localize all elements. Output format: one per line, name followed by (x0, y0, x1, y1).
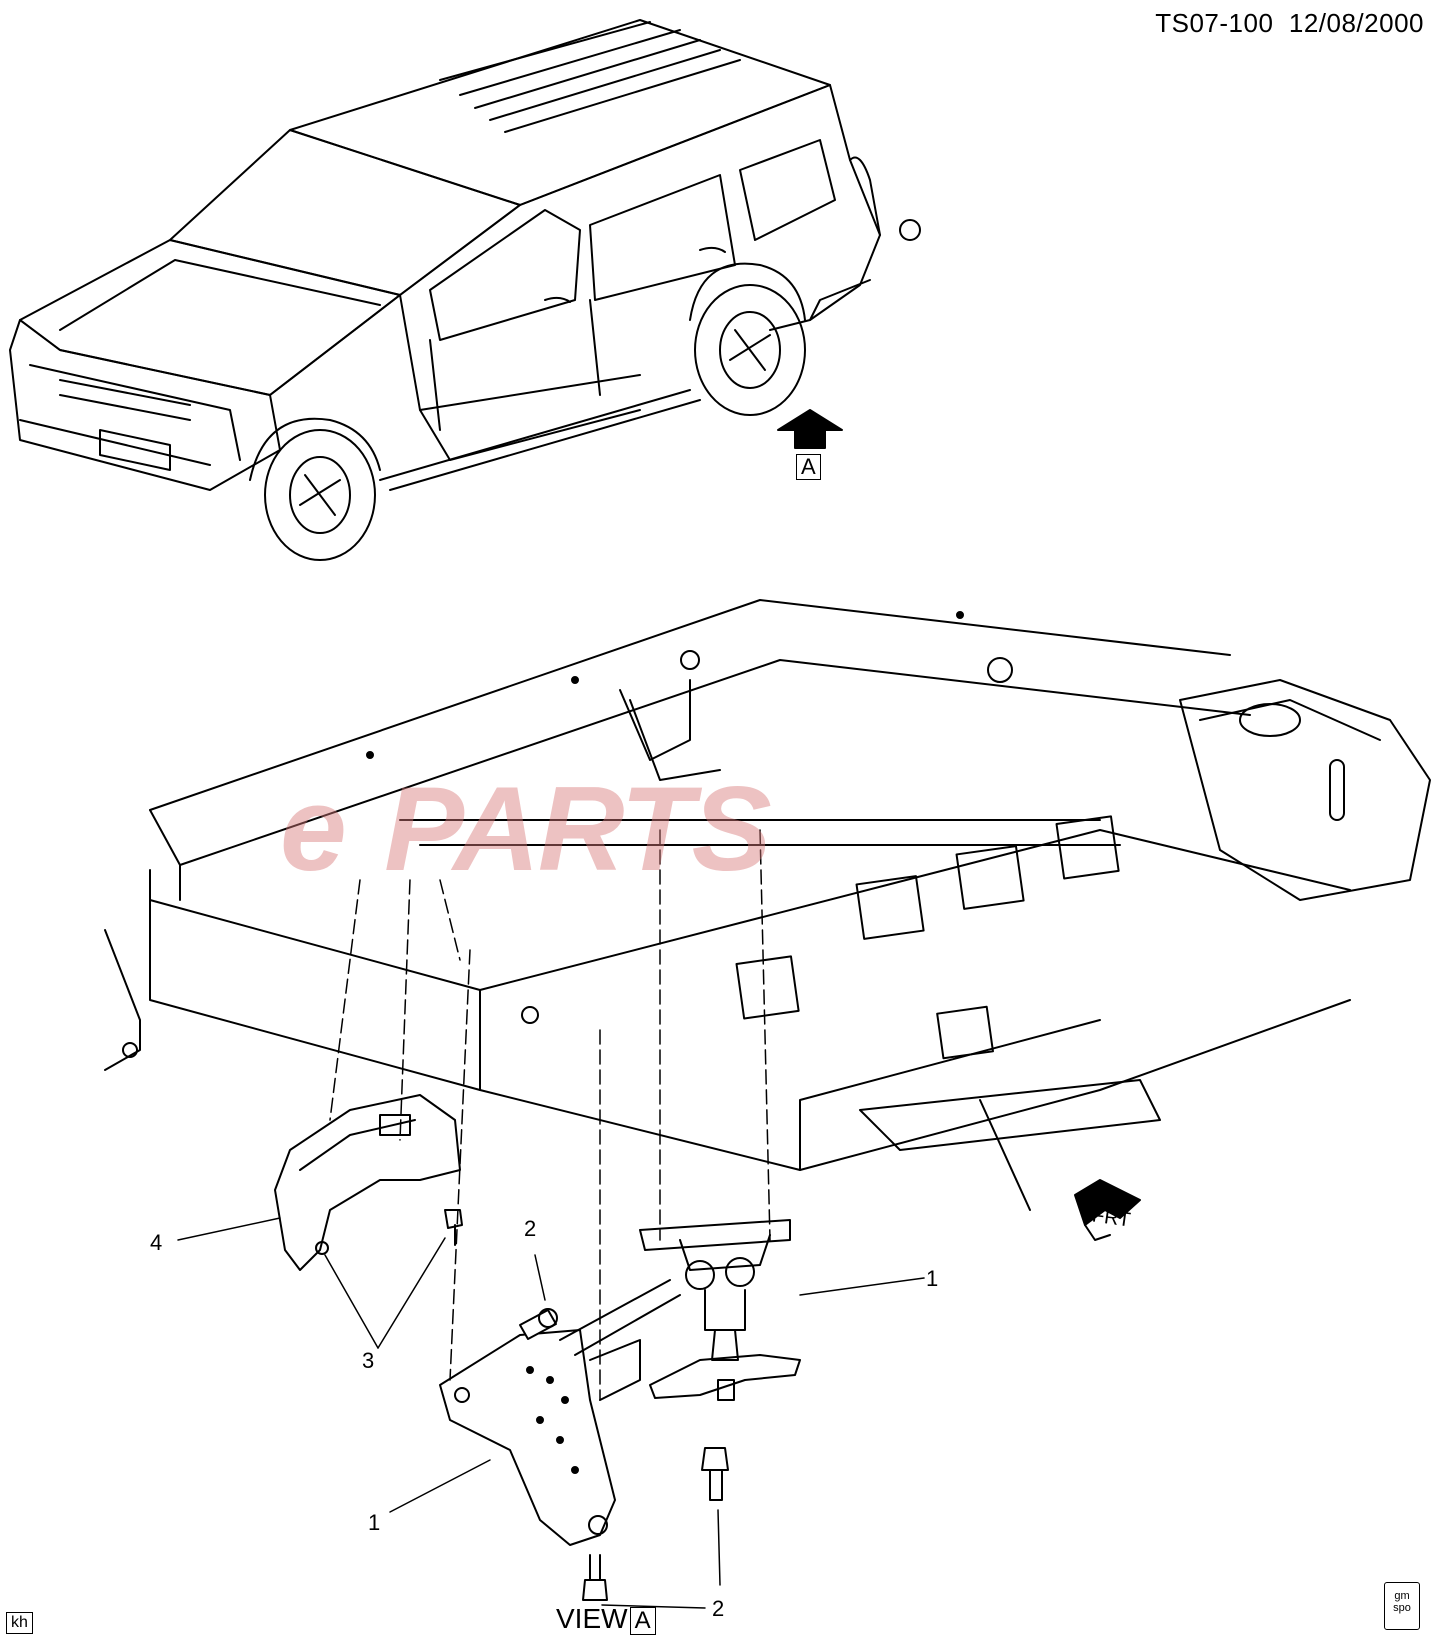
part-3-fasteners (444, 1209, 463, 1246)
gm-spo-logo: gm spo (1384, 1582, 1420, 1630)
drawing-header: TS07-100 12/08/2000 (1155, 10, 1424, 36)
part-2-bolts (519, 1308, 729, 1601)
vehicle-suv-drawing (9, 19, 921, 561)
callout-1-bracket: 1 (368, 1510, 381, 1535)
part-1-hanger (639, 1219, 801, 1401)
chassis-frame-drawing (104, 599, 1431, 1211)
view-a-marker: A (796, 454, 821, 481)
watermark-parts: PARTS (384, 762, 772, 896)
callout-2-upper: 2 (524, 1216, 537, 1241)
callout-1-hanger: 1 (926, 1266, 939, 1291)
leader-lines (177, 1217, 925, 1609)
view-caption-text: VIEW (556, 1603, 628, 1634)
watermark-e: e (280, 762, 347, 896)
logo-line-2: spo (1393, 1601, 1411, 1614)
brand-watermark: e PARTS (280, 760, 772, 898)
author-initials: kh (6, 1612, 33, 1634)
logo-line-1: gm (1394, 1590, 1410, 1602)
part-1-bracket (439, 1279, 681, 1546)
assembly-guide-lines (329, 829, 771, 1401)
part-4-shield (274, 1094, 461, 1271)
front-direction-arrow (1074, 1179, 1141, 1241)
drawing-date: 12/08/2000 (1288, 8, 1424, 38)
callout-4: 4 (150, 1230, 163, 1255)
view-a-marker-letter: A (796, 454, 821, 481)
drawing-code: TS07-100 (1155, 8, 1274, 38)
view-a-arrow (777, 409, 843, 449)
frt-label: FRT (1090, 1204, 1132, 1232)
callout-3: 3 (362, 1348, 375, 1373)
view-caption-letter: A (629, 1607, 656, 1636)
callout-2-lower: 2 (712, 1596, 725, 1621)
